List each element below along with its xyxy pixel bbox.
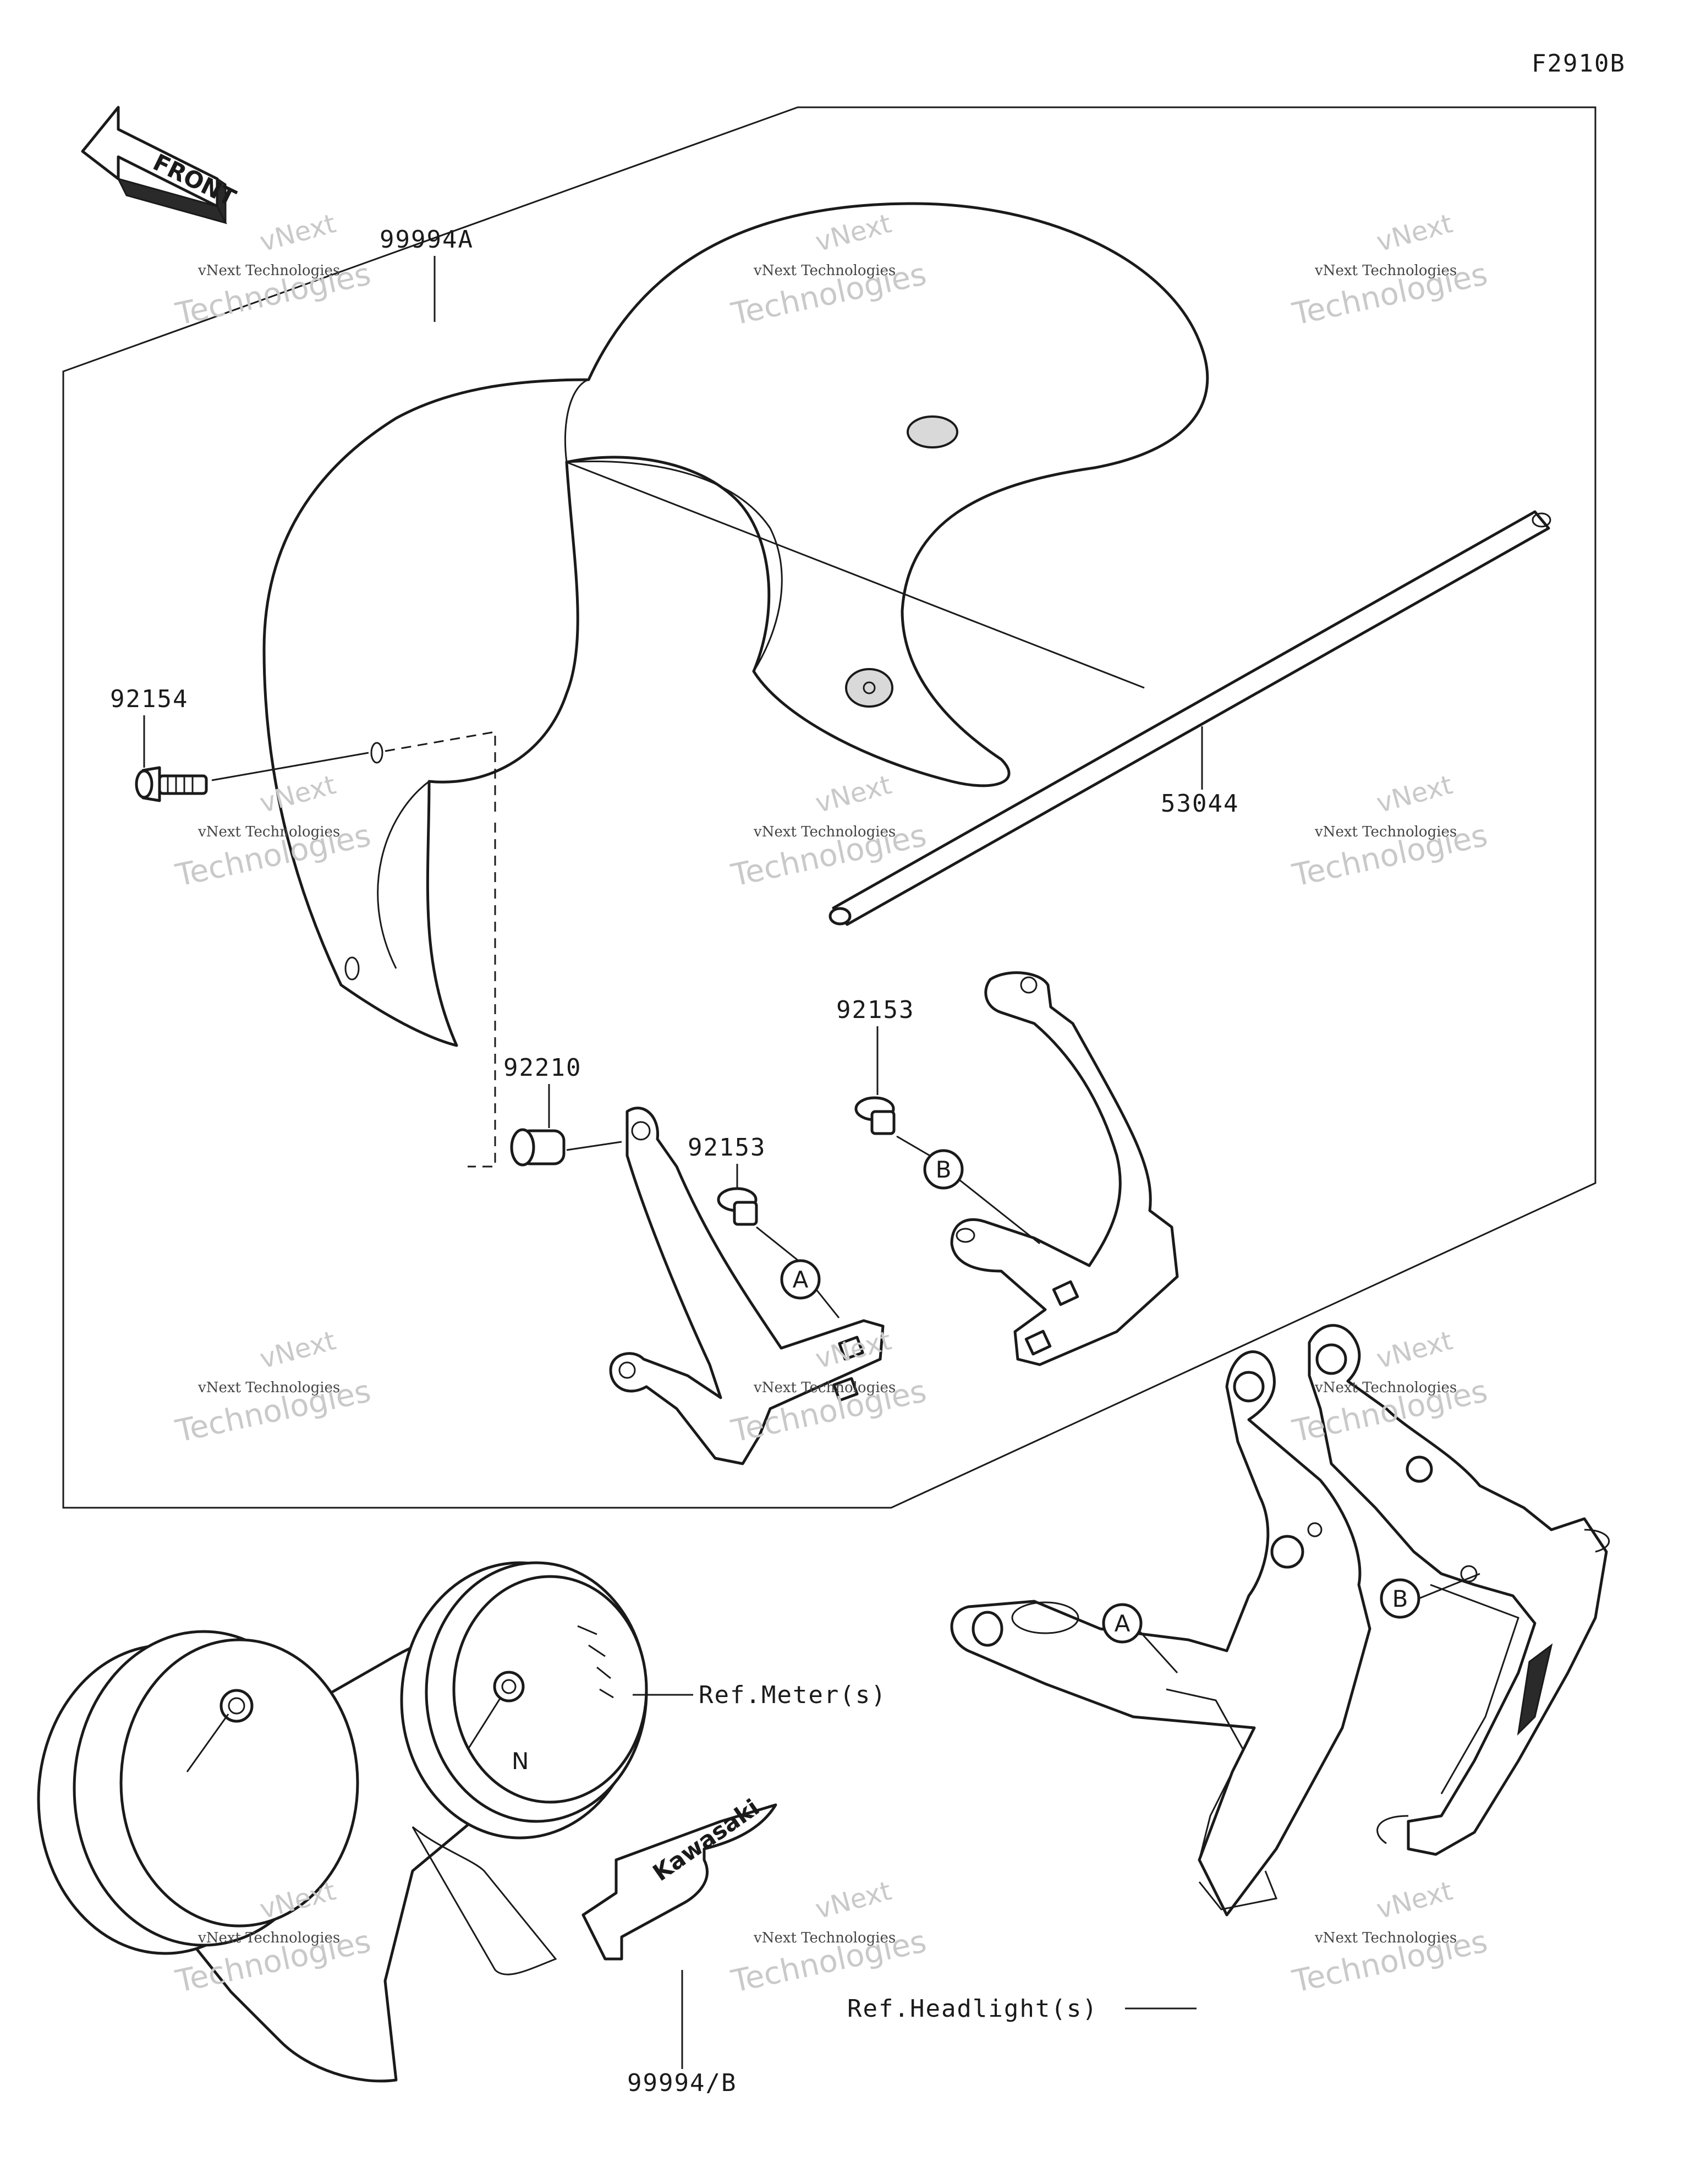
meter-neutral-mark: N (512, 1748, 529, 1775)
rod (828, 510, 1551, 926)
watermark-line1: vNext Technologies (1314, 262, 1457, 279)
windshield (262, 202, 1209, 1047)
meter-assembly: N Kawasaki (37, 1561, 777, 2083)
watermark-brand: vNext (812, 769, 895, 819)
callout-b-kit: B (923, 1149, 964, 1190)
bracket-right (950, 971, 1179, 1366)
bolt-92153-right (854, 1096, 896, 1135)
watermark-brand: vNext (1373, 1875, 1456, 1925)
watermark-line1: vNext Technologies (197, 1930, 340, 1946)
headlight-bracket (950, 1324, 1610, 1917)
collar-92210 (510, 1128, 566, 1167)
ref-meter-label: Ref.Meter(s) (699, 1681, 887, 1709)
svg-text:A: A (793, 1266, 809, 1293)
watermark-line1: vNext Technologies (753, 1380, 896, 1396)
bolt-left-label: 92153 (688, 1134, 766, 1162)
watermark-brand: vNext (256, 208, 339, 258)
watermark-brand: vNext (1373, 1325, 1456, 1375)
watermark-line1: vNext Technologies (1314, 824, 1457, 840)
watermark-line1: vNext Technologies (1314, 1380, 1457, 1396)
ref-headlight-label: Ref.Headlight(s) (847, 1995, 1098, 2023)
watermark-brand: vNext (1373, 769, 1456, 819)
windshield-label: 99994A (380, 226, 474, 254)
diagram-code: F2910B (1532, 50, 1626, 78)
watermark-line1: vNext Technologies (753, 1930, 896, 1946)
svg-text:B: B (1392, 1585, 1408, 1612)
svg-text:A: A (1115, 1610, 1131, 1637)
watermark-line1: vNext Technologies (753, 262, 896, 279)
kit-boundary (62, 106, 1596, 1509)
collar-label: 92210 (503, 1054, 581, 1082)
rod-label: 53044 (1161, 790, 1239, 818)
front-arrow-icon: FRONT (81, 106, 240, 225)
watermark-brand: vNext (1373, 208, 1456, 258)
watermark-line1: vNext Technologies (197, 824, 340, 840)
watermark-line1: vNext Technologies (1314, 1930, 1457, 1946)
callout-a-kit: A (780, 1259, 821, 1300)
watermark-line1: vNext Technologies (197, 1380, 340, 1396)
callout-b-headlight: B (1380, 1578, 1420, 1619)
watermark-line1: vNext Technologies (753, 824, 896, 840)
bolt-right-label: 92153 (836, 996, 914, 1024)
watermark-line1: vNext Technologies (197, 262, 340, 279)
bolt-92154 (135, 766, 208, 802)
emblem-label: 99994/B (627, 2069, 737, 2097)
bolt-92154-label: 92154 (110, 685, 188, 713)
callout-a-headlight: A (1102, 1603, 1143, 1644)
svg-text:B: B (936, 1156, 952, 1183)
bracket-left (609, 1107, 885, 1465)
watermark-brand: vNext (812, 1875, 895, 1925)
bolt-92153-left (717, 1187, 758, 1226)
watermark-brand: vNext (256, 1325, 339, 1375)
